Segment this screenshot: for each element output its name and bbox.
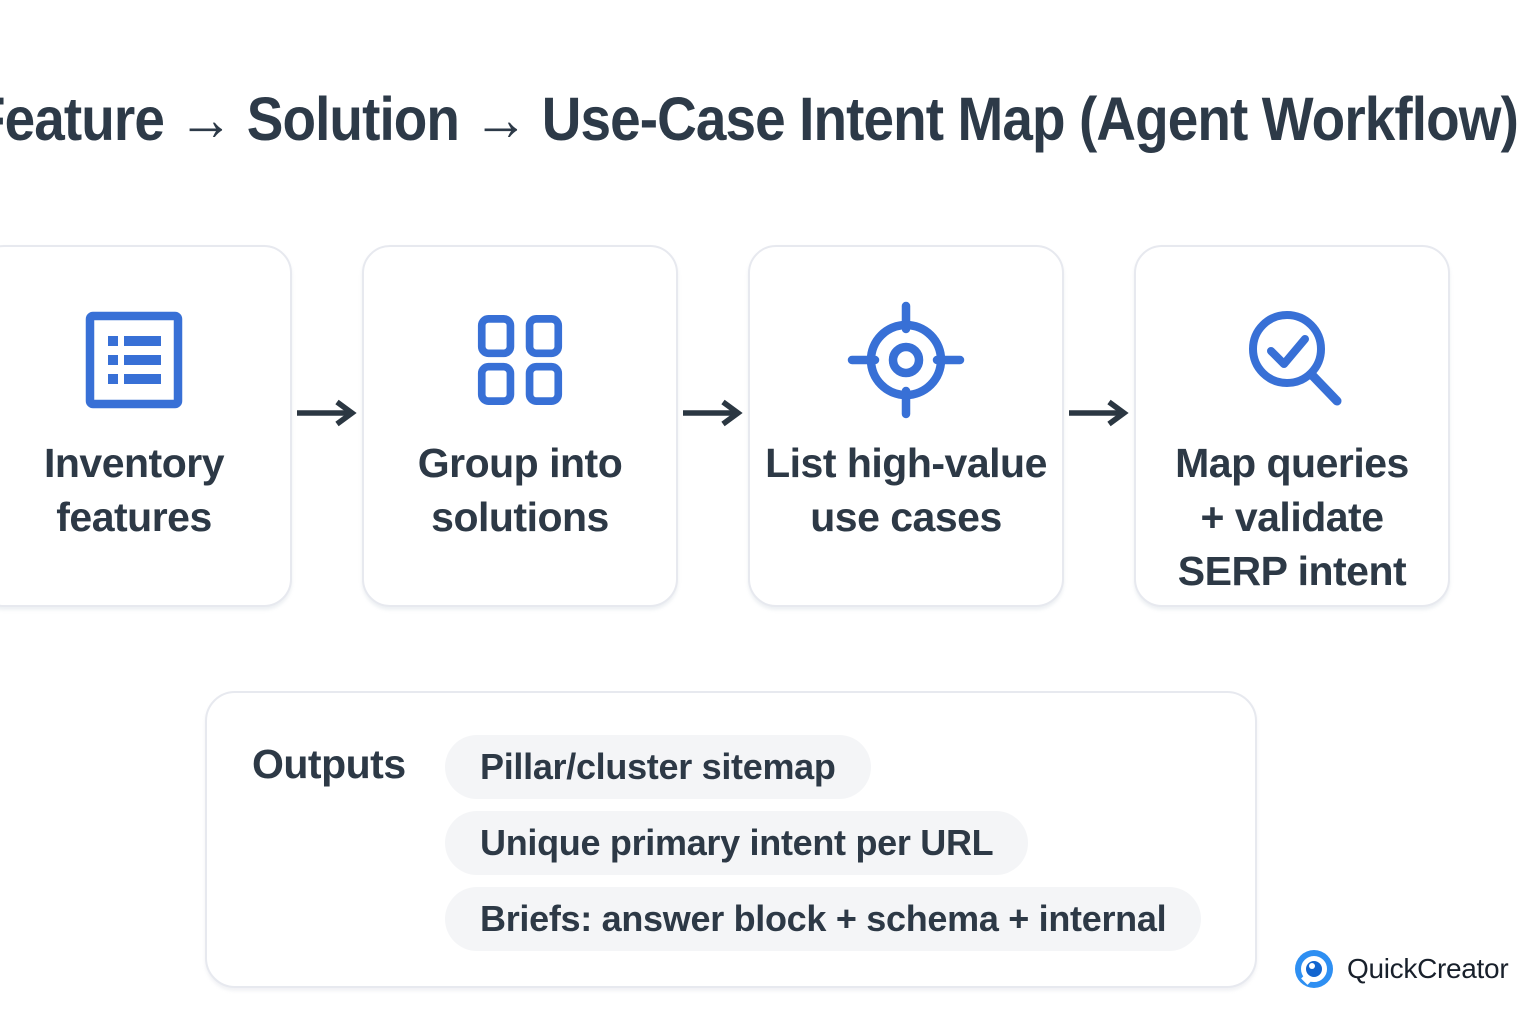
- step-label-line: use cases: [810, 494, 1002, 540]
- grid-icon: [364, 295, 676, 425]
- step-card-map-queries: Map queries + validate SERP intent: [1134, 245, 1450, 607]
- list-icon: [0, 295, 290, 425]
- step-label-line: Group into: [417, 440, 623, 486]
- step-card-inventory-features: Inventory features: [0, 245, 292, 607]
- step-label-line: List high-value: [765, 440, 1047, 486]
- step-label: Map queries + validate SERP intent: [1136, 436, 1448, 598]
- outputs-panel: Outputs Pillar/cluster sitemap Unique pr…: [205, 691, 1257, 988]
- outputs-label: Outputs: [252, 741, 406, 787]
- step-label-line: Inventory: [43, 440, 225, 486]
- step-label: Inventory features: [0, 436, 290, 544]
- target-icon: [750, 295, 1062, 425]
- output-pill-briefs: Briefs: answer block + schema + internal: [445, 887, 1202, 951]
- quickcreator-logo-icon: [1295, 950, 1333, 988]
- step-label-line: Map queries: [1175, 440, 1409, 486]
- step-label-line: SERP intent: [1177, 548, 1407, 594]
- arrow-right-icon: [297, 399, 357, 427]
- step-label-line: + validate: [1200, 494, 1384, 540]
- step-label-line: solutions: [431, 494, 609, 540]
- brand-footer: QuickCreator: [1295, 949, 1509, 989]
- output-pill-sitemap: Pillar/cluster sitemap: [445, 735, 871, 799]
- step-card-list-use-cases: List high-value use cases: [748, 245, 1064, 607]
- outputs-pill-list: Pillar/cluster sitemap Unique primary in…: [445, 735, 1202, 951]
- output-pill-intent: Unique primary intent per URL: [445, 811, 1029, 875]
- brand-name: QuickCreator: [1347, 953, 1509, 984]
- step-label: Group into solutions: [364, 436, 676, 544]
- step-card-group-into-solutions: Group into solutions: [362, 245, 678, 607]
- page-title: Feature → Solution → Use-Case Intent Map…: [0, 85, 1519, 153]
- search-check-icon: [1136, 295, 1448, 425]
- step-label: List high-value use cases: [750, 436, 1062, 544]
- step-label-line: features: [56, 494, 212, 540]
- arrow-right-icon: [1069, 399, 1129, 427]
- arrow-right-icon: [683, 399, 743, 427]
